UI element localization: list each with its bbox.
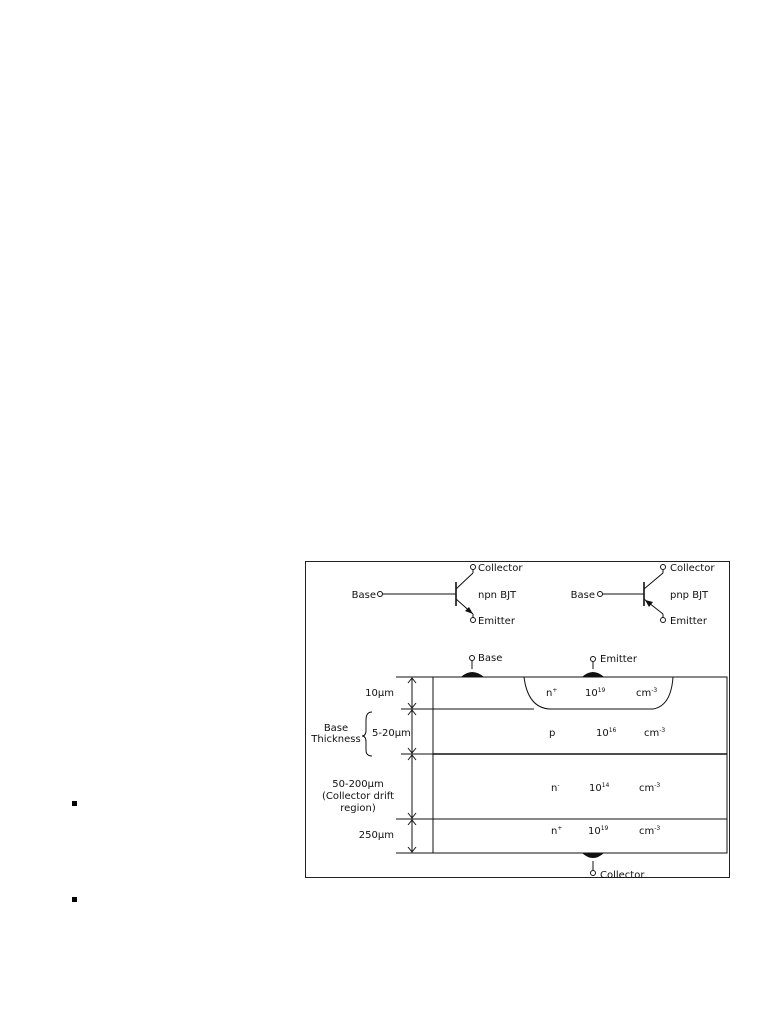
pnp-name-label: pnp BJT: [670, 590, 709, 601]
emitter-terminal-label: Emitter: [600, 654, 638, 665]
dim-base-label-2: Thickness: [310, 734, 360, 745]
npn-collector-terminal: [470, 564, 476, 570]
pnp-emitter-terminal: [660, 617, 666, 623]
region-1-unit: cm-3: [636, 687, 657, 699]
dim-drift-label-1: 50-200μm: [332, 779, 384, 790]
arrow-head-3: [407, 709, 417, 716]
arrow-head-7: [407, 819, 417, 826]
bjt-diagram: Collector Base npn BJT Emitter Collector…: [310, 563, 728, 879]
device-outline: [432, 676, 728, 854]
pnp-base-label: Base: [571, 590, 595, 601]
emitter-diffusion: [523, 676, 674, 710]
cross-section: Base Emitter Collector n+ 1019 cm-3 p 10…: [310, 653, 728, 879]
emitter-contact-terminal: [590, 656, 596, 662]
pnp-collector-terminal: [660, 564, 666, 570]
arrow-head-4: [407, 747, 417, 754]
base-terminal-label: Base: [478, 653, 502, 664]
dim-drift-label-3: region): [340, 803, 376, 814]
npn-symbol: Collector Base npn BJT Emitter: [352, 563, 524, 627]
emitter-contact: [582, 672, 604, 677]
list-bullet-1: [72, 801, 77, 806]
arrow-head-6: [407, 812, 417, 819]
pnp-emitter-label: Emitter: [670, 616, 708, 627]
npn-base-terminal: [377, 591, 383, 597]
region-3-unit: cm-3: [639, 782, 660, 794]
base-contact: [461, 672, 484, 677]
pnp-base-terminal: [597, 591, 603, 597]
arrow-head-5: [407, 754, 417, 761]
npn-collector-label: Collector: [478, 563, 523, 574]
pnp-collector-label: Collector: [670, 563, 715, 574]
dim-base-label-1: Base: [324, 723, 348, 734]
arrow-head-1: [407, 677, 417, 684]
region-1-doping: 1019: [585, 687, 606, 699]
npn-base-label: Base: [352, 590, 376, 601]
base-thickness-brace: [361, 711, 373, 757]
npn-collector-lead: [455, 572, 474, 590]
dim-substrate-label: 250μm: [359, 830, 394, 841]
pnp-symbol: Collector Base pnp BJT Emitter: [571, 563, 716, 627]
npn-emitter-arrow: [465, 607, 473, 614]
pnp-emitter-arrow: [645, 600, 653, 607]
npn-name-label: npn BJT: [478, 590, 517, 601]
region-2-unit: cm-3: [644, 727, 665, 739]
dim-drift-label-2: (Collector drift: [322, 791, 394, 802]
region-4-doping: 1019: [588, 825, 609, 837]
arrow-head-8: [407, 846, 417, 853]
region-4-unit: cm-3: [639, 825, 660, 837]
region-2-doping: 1016: [596, 727, 617, 739]
dim-emitter-label: 10μm: [365, 688, 394, 699]
region-2-type: p: [549, 728, 555, 739]
collector-terminal-label: Collector: [600, 870, 645, 879]
npn-emitter-terminal: [470, 617, 476, 623]
region-3-type: n-: [551, 782, 560, 794]
region-4-type: n+: [551, 825, 562, 837]
region-1-type: n+: [546, 687, 557, 699]
arrow-head-2: [407, 702, 417, 709]
region-3-doping: 1014: [589, 782, 610, 794]
npn-emitter-label: Emitter: [478, 616, 516, 627]
base-contact-terminal: [469, 655, 475, 661]
bjt-figure: Collector Base npn BJT Emitter Collector…: [305, 561, 730, 879]
collector-contact-terminal: [590, 870, 596, 876]
dim-base-value: 5-20μm: [372, 728, 411, 739]
pnp-collector-lead: [643, 572, 664, 590]
list-bullet-2: [72, 897, 77, 902]
collector-contact: [582, 853, 604, 858]
